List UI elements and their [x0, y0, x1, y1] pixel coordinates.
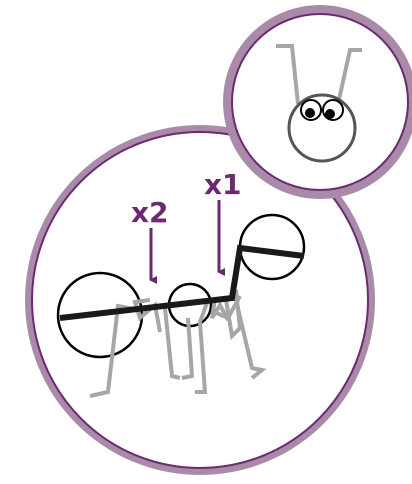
head-circle — [289, 95, 355, 161]
label-x1: x1 — [204, 168, 242, 201]
label-x2: x2 — [131, 196, 169, 229]
